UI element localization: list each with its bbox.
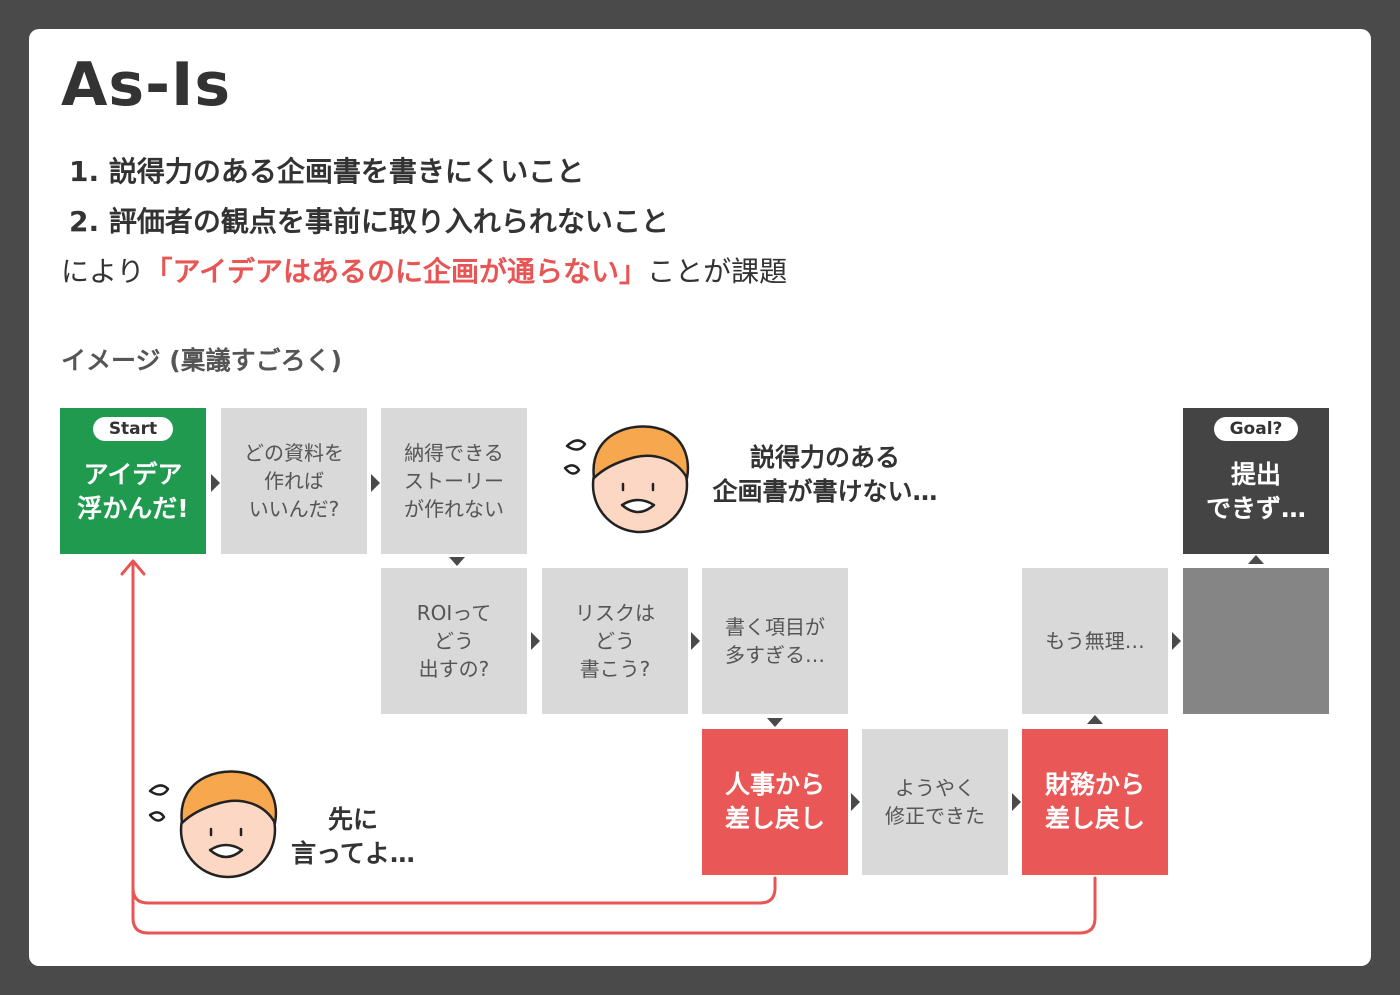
step-goal-label: 提出 できず… bbox=[1205, 460, 1306, 523]
speech-bottom: 先に 言ってよ… bbox=[291, 805, 415, 868]
speech-top: 説得力のある 企画書が書けない… bbox=[712, 443, 938, 506]
image-label: イメージ (稟議すごろく) bbox=[61, 346, 343, 375]
step-risk: リスクは どう 書こう? bbox=[542, 568, 688, 714]
arrow-right-icon bbox=[531, 632, 540, 650]
goal-badge: Goal? bbox=[1214, 417, 1298, 441]
summary-sentence: により「アイデアはあるのに企画が通らない」ことが課題 bbox=[61, 250, 787, 290]
page-title: As-Is bbox=[61, 50, 232, 120]
arrow-right-icon bbox=[1172, 632, 1181, 650]
arrow-down-icon bbox=[767, 718, 783, 727]
issue-1: 1. 説得力のある企画書を書きにくいこと bbox=[69, 155, 585, 188]
summary-prefix: により bbox=[61, 255, 145, 288]
arrow-right-icon bbox=[851, 793, 860, 811]
step-blank bbox=[1183, 568, 1329, 714]
summary-suffix: ことが課題 bbox=[647, 255, 788, 288]
arrow-right-icon bbox=[371, 474, 380, 492]
step-hr-returned: 人事から 差し戻し bbox=[702, 729, 848, 875]
step-too-many-items: 書く項目が 多すぎる… bbox=[702, 568, 848, 714]
arrow-right-icon bbox=[211, 474, 220, 492]
step-roi: ROIって どう 出すの? bbox=[381, 568, 527, 714]
return-line-finance bbox=[131, 598, 1097, 935]
step-give-up: もう無理… bbox=[1022, 568, 1168, 714]
step-finally-fixed: ようやく 修正できた bbox=[862, 729, 1008, 875]
issue-2: 2. 評価者の観点を事前に取り入れられないこと bbox=[69, 205, 669, 238]
return-arrowhead bbox=[120, 559, 146, 576]
arrow-down-icon bbox=[449, 557, 465, 566]
arrow-up-icon bbox=[1248, 555, 1264, 564]
start-badge: Start bbox=[93, 417, 173, 441]
step-finance-returned: 財務から 差し戻し bbox=[1022, 729, 1168, 875]
step-no-story: 納得できる ストーリー が作れない bbox=[381, 408, 527, 554]
step-which-document: どの資料を 作れば いいんだ? bbox=[221, 408, 367, 554]
arrow-right-icon bbox=[1012, 793, 1021, 811]
arrow-right-icon bbox=[691, 632, 700, 650]
step-start-label: アイデア 浮かんだ! bbox=[77, 460, 189, 523]
summary-highlight: 「アイデアはあるのに企画が通らない」 bbox=[144, 255, 648, 288]
worried-character-icon bbox=[148, 770, 278, 879]
arrow-up-icon bbox=[1087, 715, 1103, 724]
worried-character-icon bbox=[563, 425, 690, 534]
